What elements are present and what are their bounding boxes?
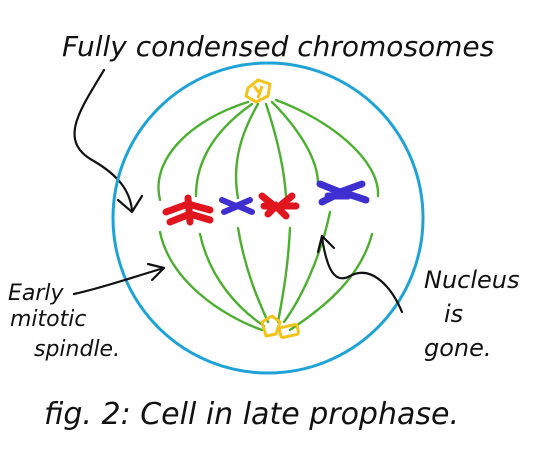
cell-membrane <box>111 61 425 375</box>
spindle-arrow <box>72 262 166 296</box>
centrosome-bottom <box>260 314 300 339</box>
chromosome-red-2 <box>258 192 300 220</box>
right-label-line-3: gone. <box>424 334 492 362</box>
left-label-line-3: spindle. <box>34 337 120 362</box>
nucleus-arrow <box>316 234 404 314</box>
chromosome-blue-2 <box>316 180 370 206</box>
mitotic-spindle <box>157 98 380 332</box>
chromosome-red-1 <box>162 194 214 226</box>
centrosome-top <box>244 78 272 104</box>
title-label: Fully condensed chromosomes <box>62 30 494 63</box>
left-label-line-1: Early <box>8 281 65 306</box>
left-label-line-2: mitotic <box>10 307 86 332</box>
title-arrow <box>73 68 144 214</box>
right-label-line-2: is <box>444 300 463 328</box>
right-label-line-1: Nucleus <box>424 266 520 294</box>
figure-caption: fig. 2: Cell in late prophase. <box>44 397 459 432</box>
chromosome-blue-1 <box>219 197 255 215</box>
